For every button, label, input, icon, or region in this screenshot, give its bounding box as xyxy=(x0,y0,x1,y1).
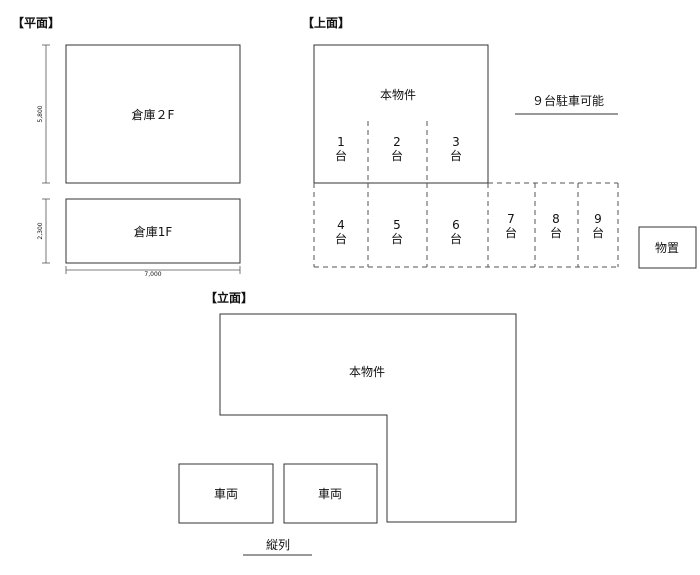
warehouse-1f-box xyxy=(65,198,241,264)
parking-space-1-number: 1 xyxy=(337,135,345,149)
parking-space-3-number: 3 xyxy=(452,135,460,149)
elevation-building-label: 本物件 xyxy=(349,365,385,379)
parking-space-2-unit: 台 xyxy=(391,148,403,163)
plan-header: 【平面】 xyxy=(12,15,60,30)
vehicle-right-label: 車両 xyxy=(318,487,342,501)
parking-space-8-unit: 台 xyxy=(550,225,562,240)
dimension-2f-height: 5,800 xyxy=(37,44,50,184)
parking-note: ９台駐車可能 xyxy=(532,93,604,108)
parking-space-5-unit: 台 xyxy=(391,231,403,246)
top-header: 【上面】 xyxy=(302,15,350,30)
parking-space-1-unit: 台 xyxy=(335,148,347,163)
dimension-width: 7,000 xyxy=(65,266,241,278)
parking-space-5-number: 5 xyxy=(393,218,401,232)
parking-space-9-unit: 台 xyxy=(592,225,604,240)
top-building-label: 本物件 xyxy=(380,88,416,102)
parking-space-7-unit: 台 xyxy=(505,225,517,240)
parking-space-8-number: 8 xyxy=(552,212,560,226)
dimension-1f-text: 2,300 xyxy=(37,222,44,239)
parking-space-4-number: 4 xyxy=(337,218,345,232)
parking-row-lower xyxy=(313,182,619,268)
storage-label: 物置 xyxy=(655,241,679,255)
dimension-width-text: 7,000 xyxy=(144,271,161,278)
dimension-1f-height: 2,300 xyxy=(37,198,50,264)
warehouse-2f-box xyxy=(65,44,241,184)
parking-space-4-unit: 台 xyxy=(335,231,347,246)
warehouse-1f-label: 倉庫1F xyxy=(134,224,173,239)
storage-box xyxy=(638,226,697,269)
vehicle-left-label: 車両 xyxy=(214,487,238,501)
elevation-building-outline xyxy=(219,313,517,523)
elevation-header: 【立面】 xyxy=(205,290,253,305)
elevation-note: 縦列 xyxy=(266,538,290,552)
warehouse-2f-label: 倉庫２F xyxy=(132,107,175,122)
vehicle-right-box xyxy=(283,463,378,524)
parking-space-2-number: 2 xyxy=(393,135,401,149)
vehicle-left-box xyxy=(178,463,274,524)
parking-space-6-number: 6 xyxy=(452,218,460,232)
parking-space-6-unit: 台 xyxy=(450,231,462,246)
parking-space-3-unit: 台 xyxy=(450,148,462,163)
parking-space-7-number: 7 xyxy=(507,212,515,226)
top-building-box xyxy=(313,44,489,184)
parking-space-9-number: 9 xyxy=(594,212,602,226)
dimension-2f-text: 5,800 xyxy=(37,105,44,122)
